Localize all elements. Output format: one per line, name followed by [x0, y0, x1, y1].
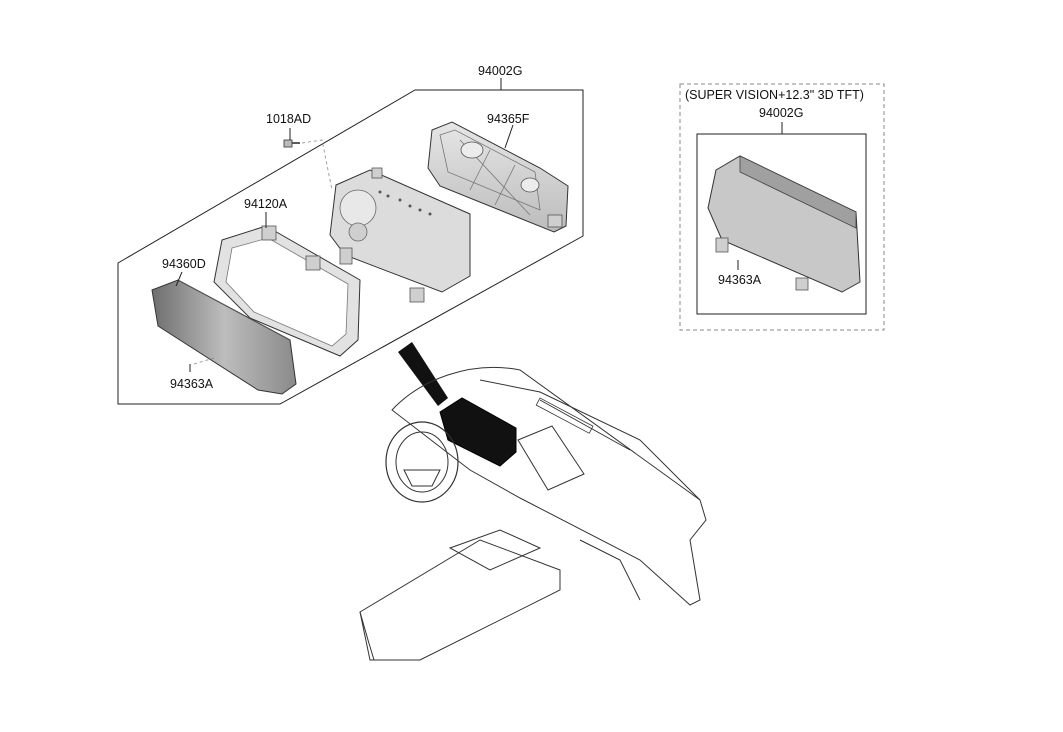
- option-box-frame: [679, 83, 885, 331]
- label-bracket-left: 94363A: [170, 377, 214, 391]
- label-window-glass: 94360D: [162, 257, 206, 271]
- exploded-view-frame: [117, 78, 584, 405]
- dashboard-illustration: [359, 342, 707, 661]
- option-box-title: (SUPER VISION+12.3" 3D TFT): [685, 88, 864, 102]
- gauge-board-part: [329, 167, 471, 303]
- label-rear-case: 94365F: [487, 112, 530, 126]
- front-bezel-part: [213, 212, 361, 357]
- window-glass-part: [151, 271, 297, 395]
- label-front-bezel: 94120A: [244, 197, 288, 211]
- label-option-assembly: 94002G: [759, 106, 804, 120]
- label-main-assembly: 94002G: [478, 64, 523, 78]
- label-option-bracket: 94363A: [718, 273, 762, 287]
- option-cluster-part: [707, 155, 861, 293]
- label-screw: 1018AD: [266, 112, 312, 126]
- screw-part: [283, 128, 333, 191]
- rear-case-part: [427, 121, 569, 233]
